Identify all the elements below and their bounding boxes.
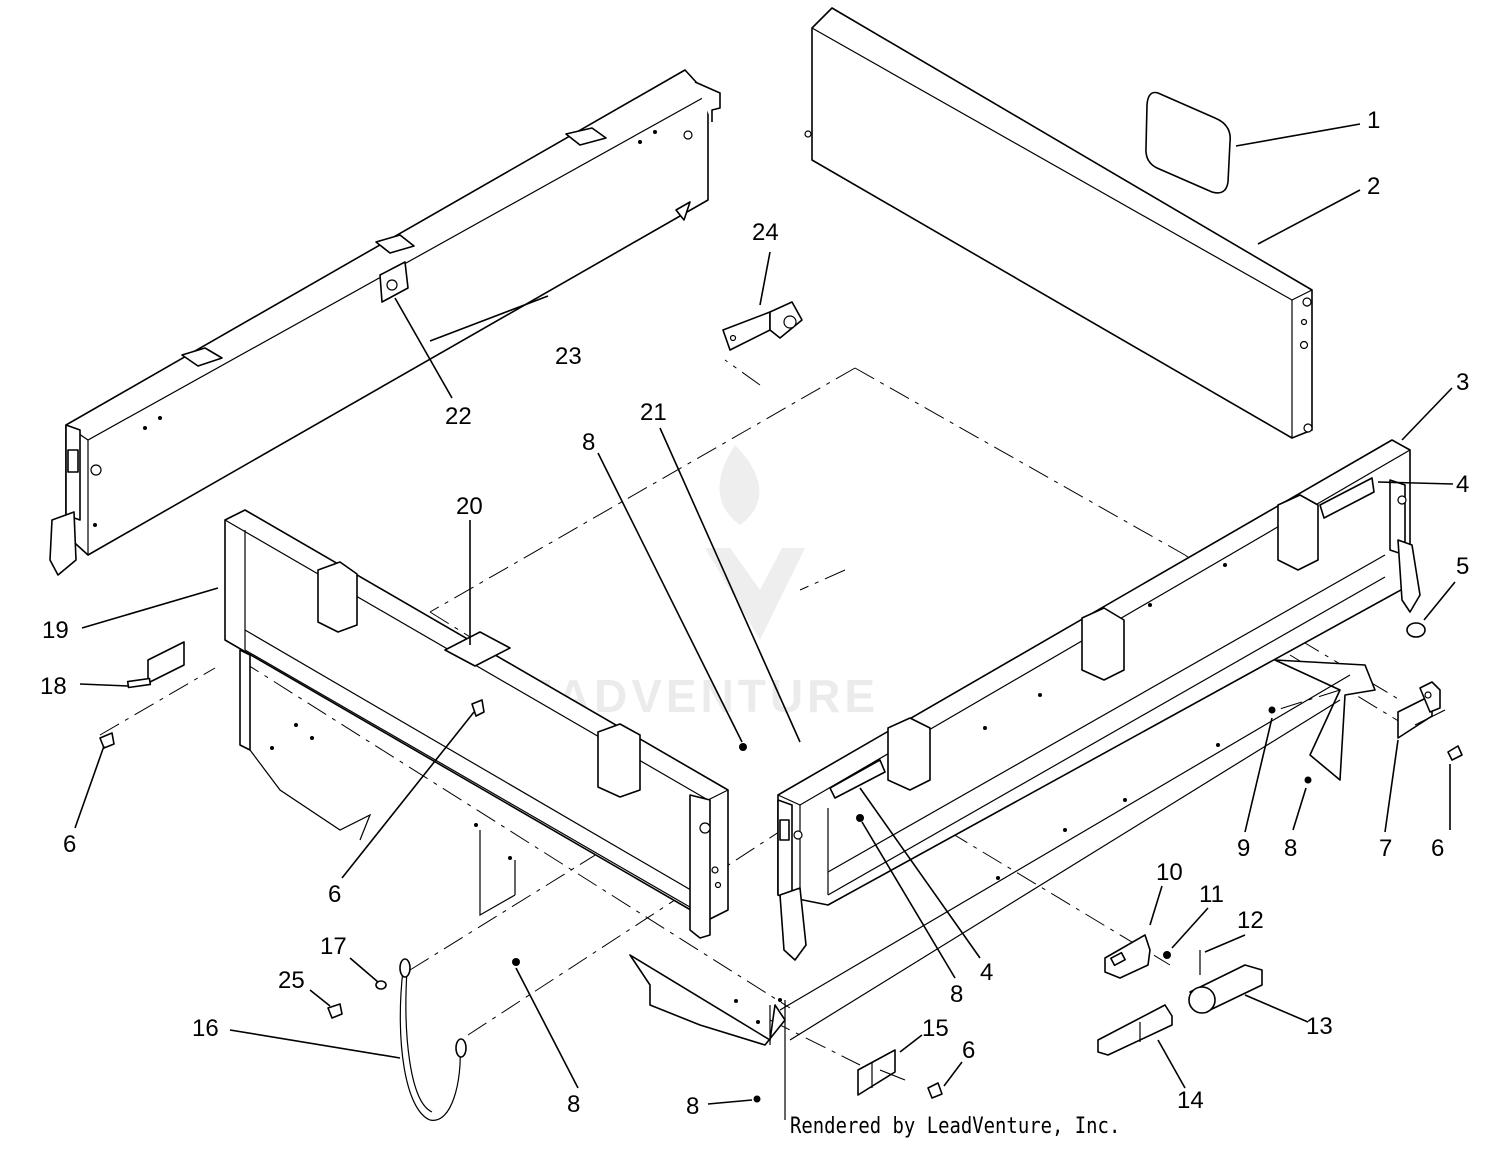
callout-6: 6 — [63, 831, 76, 858]
callout-8: 8 — [1284, 835, 1297, 862]
callout-10: 10 — [1156, 859, 1183, 886]
cable-loop — [399, 969, 461, 1121]
callout-8: 8 — [686, 1093, 699, 1120]
callout-24: 24 — [752, 219, 779, 246]
callout-6: 6 — [1431, 835, 1444, 862]
callout-2: 2 — [1367, 173, 1380, 200]
callout-21: 21 — [640, 399, 667, 426]
tether-cable — [327, 958, 467, 1121]
rear-frame-channel — [779, 659, 1376, 1041]
callout-22: 22 — [445, 403, 472, 430]
front-hinge — [857, 1049, 943, 1099]
v-logo-icon — [705, 548, 805, 640]
warning-decal — [1145, 91, 1232, 194]
callout-4: 4 — [1456, 471, 1469, 498]
callout-8: 8 — [950, 981, 963, 1008]
callout-4: 4 — [980, 959, 993, 986]
left-side-panel — [49, 69, 721, 576]
callout-5: 5 — [1456, 553, 1469, 580]
callout-6: 6 — [962, 1037, 975, 1064]
rubber-bumper — [1406, 622, 1426, 638]
callout-1: 1 — [1367, 107, 1380, 134]
pivot-bracket — [147, 641, 185, 684]
callout-11: 11 — [1199, 881, 1224, 908]
rear-panel — [804, 7, 1313, 439]
corner-bracket — [722, 301, 803, 351]
callout-25: 25 — [278, 967, 305, 994]
watermark: LEADVENTURE — [490, 445, 875, 722]
callout-23: 23 — [555, 343, 582, 370]
callout-9: 9 — [1237, 835, 1250, 862]
front-frame-channel — [512, 954, 786, 1120]
callout-20: 20 — [456, 493, 483, 520]
callout-6: 6 — [328, 881, 341, 908]
callout-13: 13 — [1306, 1013, 1333, 1040]
leader-lines — [74, 123, 1456, 1105]
rendered-by-credit: Rendered by LeadVenture, Inc. — [790, 1114, 1121, 1139]
bumper-and-hinge — [1397, 622, 1463, 761]
flame-logo-icon — [719, 445, 760, 525]
callout-7: 7 — [1379, 835, 1392, 862]
left-hardware — [99, 641, 1275, 749]
callout-16: 16 — [192, 1015, 219, 1042]
callout-8: 8 — [567, 1091, 580, 1118]
latch-assembly — [1097, 934, 1263, 1056]
front-panel — [224, 509, 747, 939]
callout-8: 8 — [582, 429, 595, 456]
callout-3: 3 — [1456, 369, 1469, 396]
callout-15: 15 — [922, 1015, 949, 1042]
callout-18: 18 — [40, 673, 67, 700]
callout-12: 12 — [1237, 907, 1264, 934]
callout-labels: 1 2 3 4 4 5 6 6 6 6 7 8 8 8 8 8 9 10 11 … — [40, 107, 1469, 1120]
right-side-panel — [777, 439, 1421, 961]
callout-19: 19 — [42, 617, 69, 644]
callout-14: 14 — [1177, 1087, 1204, 1114]
callout-17: 17 — [320, 933, 347, 960]
